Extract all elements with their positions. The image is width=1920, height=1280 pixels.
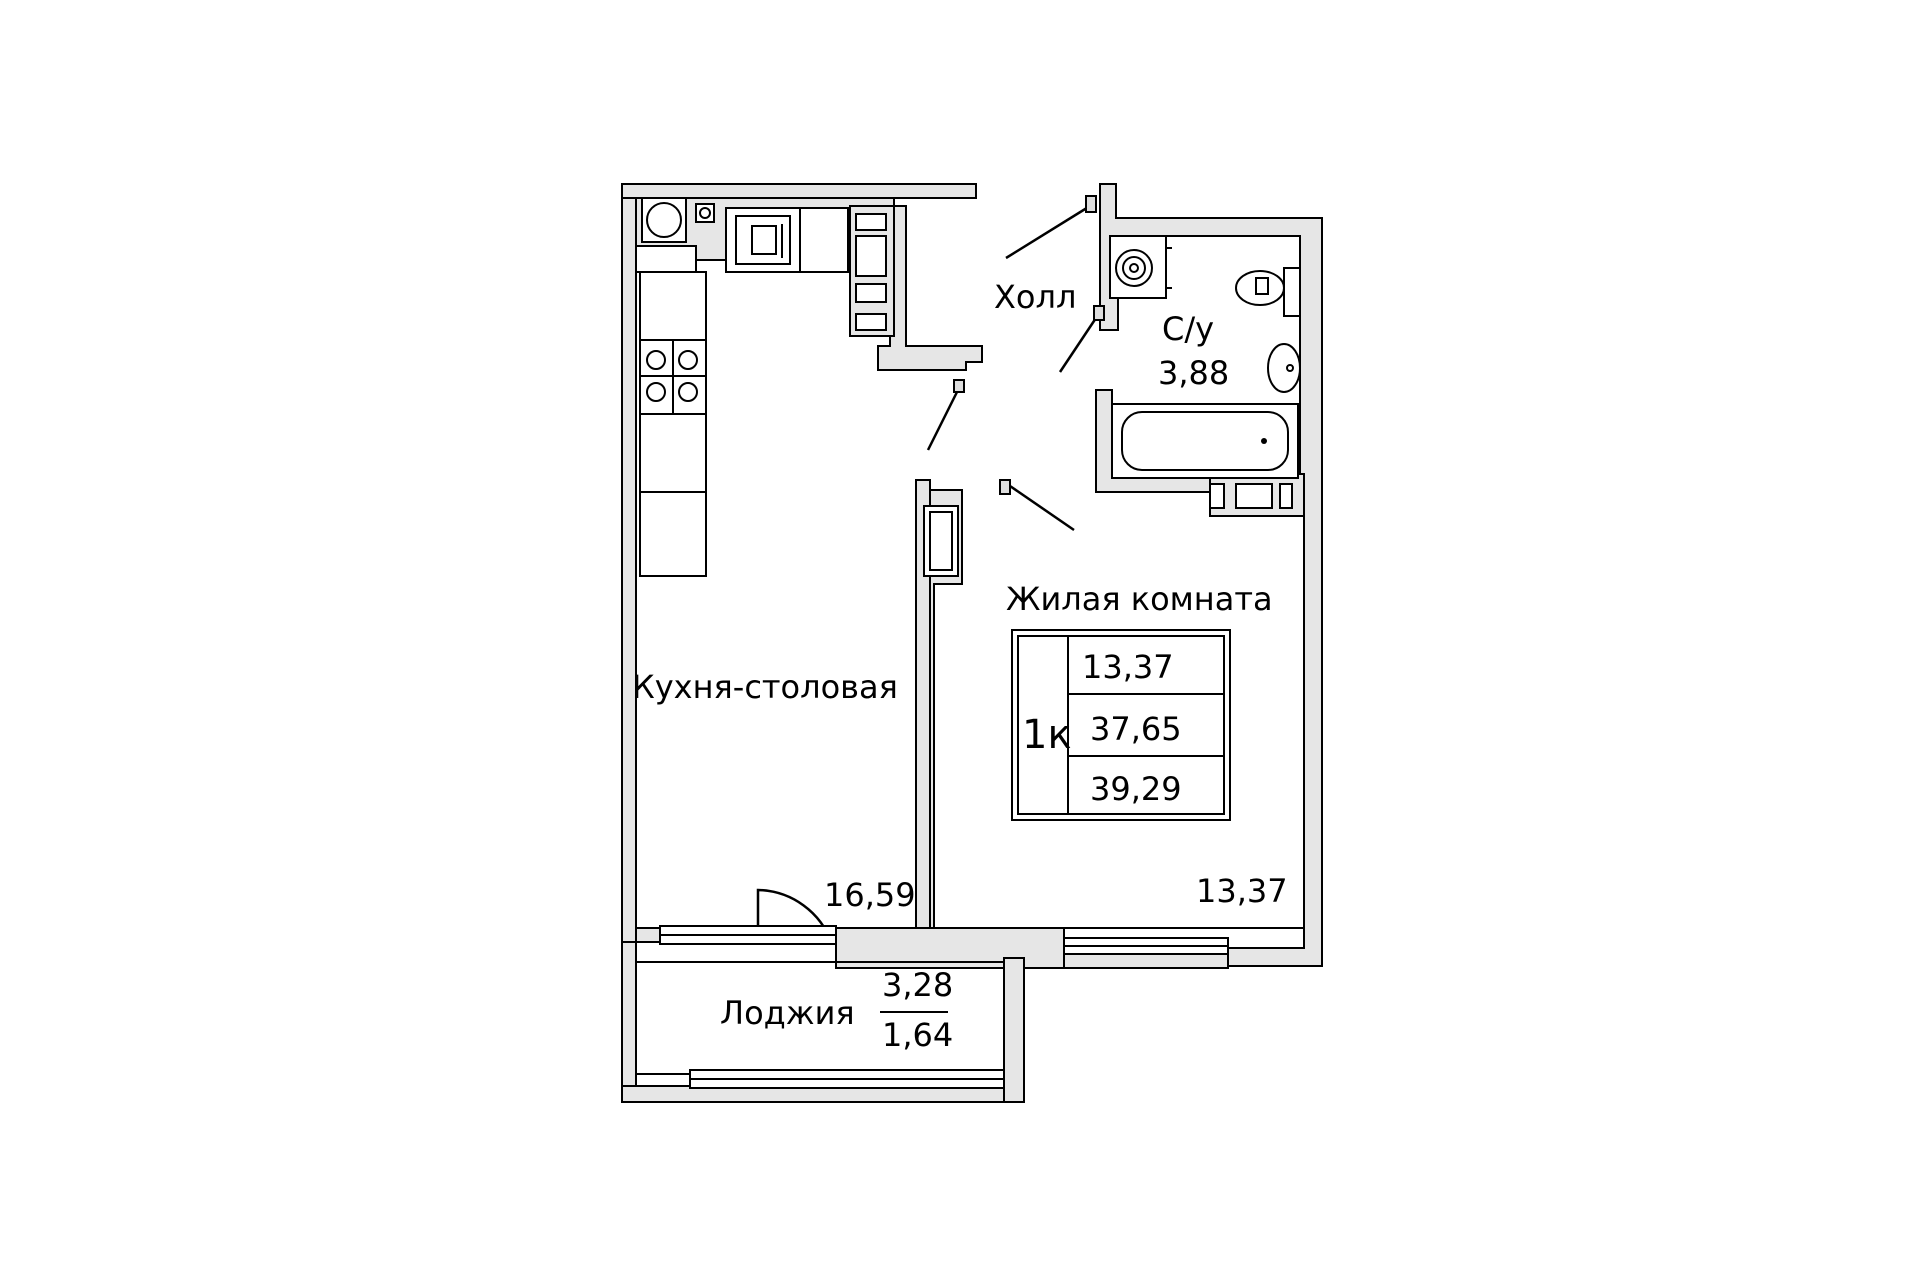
loggia-label: Лоджия (720, 994, 855, 1032)
bathroom-area: 3,88 (1158, 354, 1229, 392)
windows (659, 925, 1229, 1089)
kitchen-fixtures (635, 197, 849, 577)
loggia-area-full: 3,28 (882, 966, 953, 1004)
summary-total-with-loggia: 39,29 (1090, 770, 1182, 808)
living-room-label: Жилая комната (1006, 580, 1273, 618)
kitchen-label: Кухня-столовая (632, 668, 898, 706)
kitchen-area: 16,59 (824, 876, 916, 914)
area-summary-table (1011, 629, 1231, 821)
built-in-cabinet (855, 213, 887, 331)
hall-label: Холл (994, 278, 1076, 316)
walls (621, 183, 1323, 1103)
living-room-area: 13,37 (1196, 872, 1288, 910)
labels: Холл С/у 3,88 Жилая комната Кухня-столов… (632, 278, 1288, 1054)
apartment-type: 1к (1022, 712, 1072, 758)
living-closet (923, 483, 1293, 577)
bathroom-fixtures (1109, 235, 1301, 479)
summary-living-area: 13,37 (1082, 648, 1174, 686)
summary-total-area: 37,65 (1090, 710, 1182, 748)
bathroom-label: С/у (1162, 310, 1214, 348)
loggia-area-reduced: 1,64 (882, 1016, 953, 1054)
doors (756, 195, 1105, 945)
